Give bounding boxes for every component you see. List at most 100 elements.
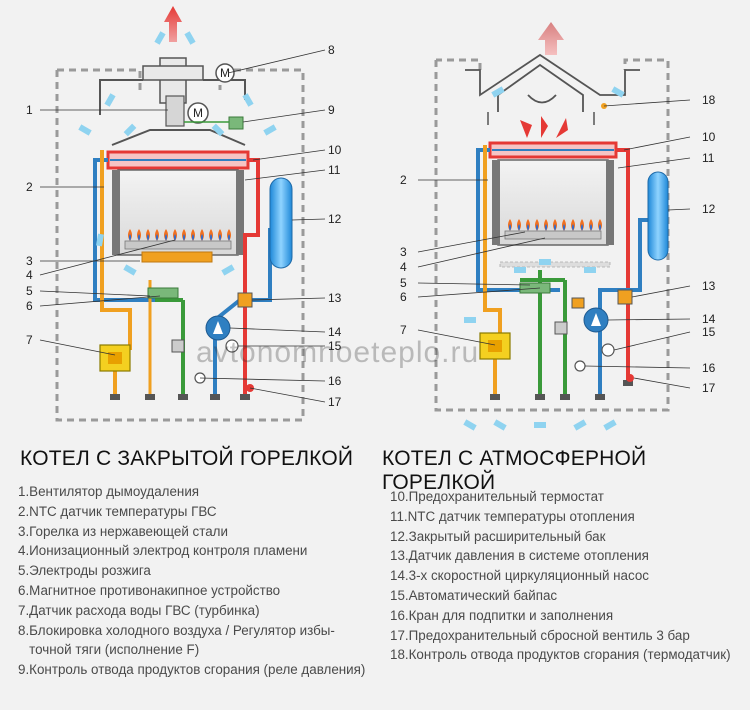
- legend-item: 3. Горелка из нержавеющей стали: [18, 522, 370, 542]
- callout-r15: 15: [702, 325, 716, 339]
- legend-text: Предохранительный термостат: [408, 489, 604, 504]
- callout-4: 4: [26, 268, 33, 282]
- callout-r11: 11: [702, 151, 715, 165]
- legend-item: 8. Блокировка холодного воздуха / Регуля…: [18, 621, 370, 661]
- airflow-arrow-icon: [584, 267, 596, 273]
- legend-item: 15. Автоматический байпас: [390, 586, 745, 606]
- legend-item: 13. Датчик давления в системе отопления: [390, 546, 745, 566]
- burner-flames-atm: [504, 219, 602, 240]
- airflow-arrow-icon: [154, 31, 166, 45]
- airflow-arrow-icon: [263, 124, 277, 136]
- callout-8: 8: [328, 43, 335, 57]
- pressure-sensor-atm: [617, 289, 633, 305]
- legend-text: Закрытый расширительный бак: [408, 528, 606, 544]
- airflow-arrow-icon: [534, 422, 546, 428]
- watermark: avtonomnoeteplo.ru: [196, 336, 480, 369]
- callouts-atmospheric: 2 3 4 5 6 7 18 10 11 12 13 14 15 16 17: [400, 93, 716, 395]
- legend-item: 4. Ионизационный электрод контроля пламе…: [18, 541, 370, 561]
- legend-text: Ионизационный электрод контроля пламени: [29, 543, 308, 559]
- bottom-fittings: [110, 394, 250, 400]
- legend-number: 5.: [18, 563, 30, 579]
- callout-9: 9: [328, 103, 335, 117]
- callout-r14: 14: [702, 312, 716, 326]
- pressure-switch: [228, 116, 244, 130]
- flue-fan: [165, 95, 185, 127]
- callout-r12: 12: [702, 202, 716, 216]
- legend-item: 14. 3-х скоростной циркуляционный насос: [390, 566, 745, 586]
- airflow-arrow-icon: [123, 264, 137, 276]
- legend-text: Датчик расхода воды ГВС (турбинка): [29, 602, 260, 618]
- legend-number: 17.: [390, 627, 409, 643]
- callout-r17: 17: [702, 381, 716, 395]
- legend-text: Блокировка холодного воздуха / Регулятор…: [29, 622, 335, 658]
- legend-number: 14.: [390, 568, 409, 584]
- callout-1: 1: [26, 103, 33, 117]
- legend-number: 4.: [18, 543, 30, 559]
- airflow-arrow-icon: [211, 123, 225, 137]
- airflow-arrow-icon: [123, 123, 137, 137]
- legend-item: 6. Магнитное противонакипное устройство: [18, 581, 370, 601]
- legend-text: 3-х скоростной циркуляционный насос: [408, 568, 649, 584]
- callout-r5: 5: [400, 276, 407, 290]
- airflow-arrow-icon: [221, 264, 235, 276]
- airflow-arrow-icon: [78, 124, 92, 136]
- legend-text: Магнитное противонакипное устройство: [29, 582, 281, 598]
- legend-text: Кран для подпитки и заполнения: [408, 607, 614, 623]
- caption-atmospheric-burner: КОТЕЛ С АТМОСФЕРНОЙ ГОРЕЛКОЙ: [382, 447, 647, 494]
- airflow-arrow-icon: [463, 419, 477, 431]
- airflow-arrow-icon: [514, 267, 526, 273]
- legend-item: 9. Контроль отвода продуктов сгорания (р…: [18, 660, 370, 680]
- airflow-arrow-icon: [184, 31, 196, 45]
- legend-number: 13.: [390, 548, 409, 564]
- legend-number: 7.: [18, 602, 30, 618]
- callout-10: 10: [328, 143, 342, 157]
- expansion-tank: [269, 177, 293, 269]
- airflow-arrow-icon: [493, 419, 507, 431]
- legend-text: Автоматический байпас: [408, 587, 558, 603]
- legend-number: 1.: [18, 484, 30, 499]
- legend-number: 12.: [390, 528, 409, 544]
- draft-motor-icon: [215, 63, 235, 83]
- legend-text: Вентилятор дымоудаления: [29, 484, 200, 499]
- legend-item: 1. Вентилятор дымоудаления: [18, 482, 370, 502]
- exhaust-arrow: [164, 6, 182, 42]
- legend-item: 5. Электроды розжига: [18, 561, 370, 581]
- legend-text: Горелка из нержавеющей стали: [29, 523, 228, 539]
- callout-17: 17: [328, 395, 342, 409]
- callout-r13: 13: [702, 279, 716, 293]
- callout-5: 5: [26, 284, 33, 298]
- legend-text: NTC датчик температуры отопления: [407, 508, 635, 524]
- expansion-tank-atm: [647, 171, 669, 261]
- closed-burner-boiler: M M: [55, 6, 305, 422]
- legend-number: 11.: [390, 508, 408, 524]
- callout-3: 3: [26, 254, 33, 268]
- airflow-arrow-icon: [539, 259, 551, 265]
- legend-text: Датчик давления в системе отопления: [408, 548, 649, 564]
- legend-item: 17. Предохранительный сбросной вентиль 3…: [390, 626, 745, 646]
- callout-r6: 6: [400, 290, 407, 304]
- callout-7: 7: [26, 333, 33, 347]
- callout-r3: 3: [400, 245, 407, 259]
- callout-14: 14: [328, 325, 342, 339]
- boiler-diagram: M M: [26, 6, 716, 431]
- legend-number: 8.: [18, 622, 30, 638]
- callout-13: 13: [328, 291, 342, 305]
- airflow-arrow-icon: [464, 317, 476, 323]
- legend-number: 2.: [18, 503, 30, 519]
- legend-number: 18.: [390, 647, 409, 663]
- airflow-arrow-icon: [96, 233, 104, 247]
- callout-r18: 18: [702, 93, 716, 107]
- legend-item: 16. Кран для подпитки и заполнения: [390, 606, 745, 626]
- airflow-arrow-icon: [491, 86, 505, 98]
- legend-item: 7. Датчик расхода воды ГВС (турбинка): [18, 601, 370, 621]
- airflow-arrow-icon: [573, 419, 587, 431]
- legend-text: NTC датчик температуры ГВС: [29, 503, 217, 519]
- pressure-sensor: [237, 292, 253, 308]
- exhaust-arrow-atm: [538, 22, 564, 55]
- callout-leaders: [39, 49, 691, 403]
- airflow-arrow-icon: [242, 93, 254, 107]
- callout-r2: 2: [400, 173, 407, 187]
- callout-r10: 10: [702, 130, 716, 144]
